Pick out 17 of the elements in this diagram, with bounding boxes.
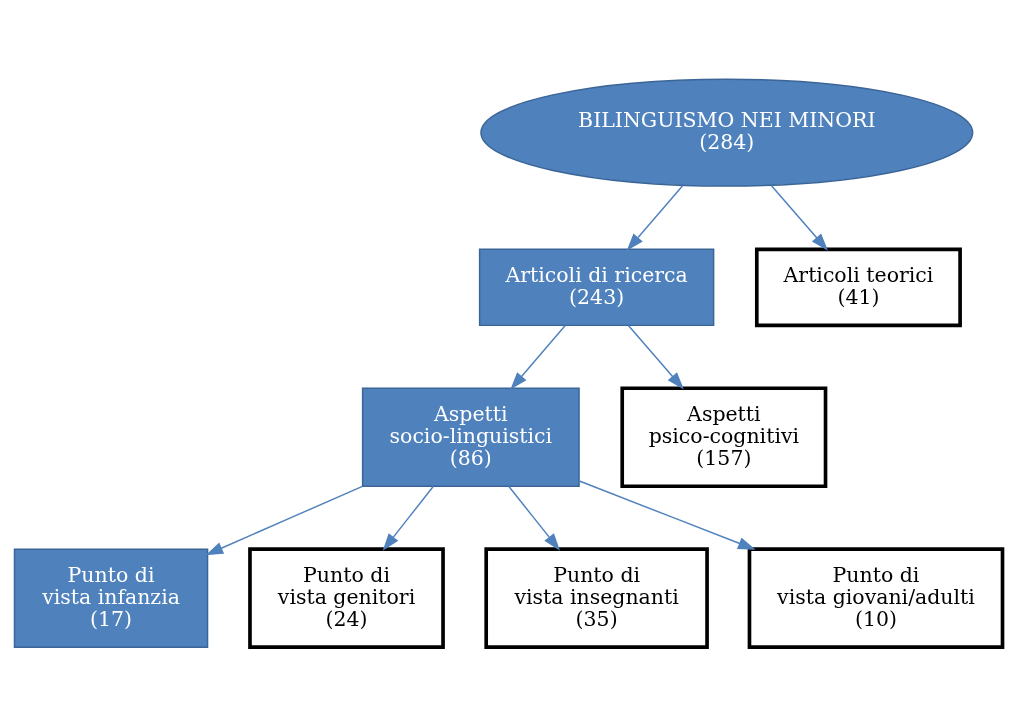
arrow xyxy=(626,185,684,251)
node-box: Punto di vista infanzia (17) xyxy=(13,548,209,648)
arrow xyxy=(508,485,561,551)
node-ellipse: BILINGUISMO NEI MINORI (284) xyxy=(480,78,974,187)
node-box: Articoli di ricerca (243) xyxy=(478,248,715,327)
node-box: Articoli teorici (41) xyxy=(754,247,962,328)
arrow xyxy=(771,185,828,251)
arrow xyxy=(627,324,684,390)
node-box: Punto di vista insegnanti (35) xyxy=(484,547,709,649)
node-box: Punto di vista giovani/adulti (10) xyxy=(747,547,1005,649)
node-box: Aspetti psico-cognitivi (157) xyxy=(620,386,828,489)
arrow xyxy=(578,480,756,550)
node-box: Punto di vista genitori (24) xyxy=(248,547,445,649)
arrow xyxy=(205,485,364,556)
arrow xyxy=(382,485,434,551)
node-box: Aspetti socio-linguistici (86) xyxy=(361,387,580,487)
arrow xyxy=(510,324,566,390)
